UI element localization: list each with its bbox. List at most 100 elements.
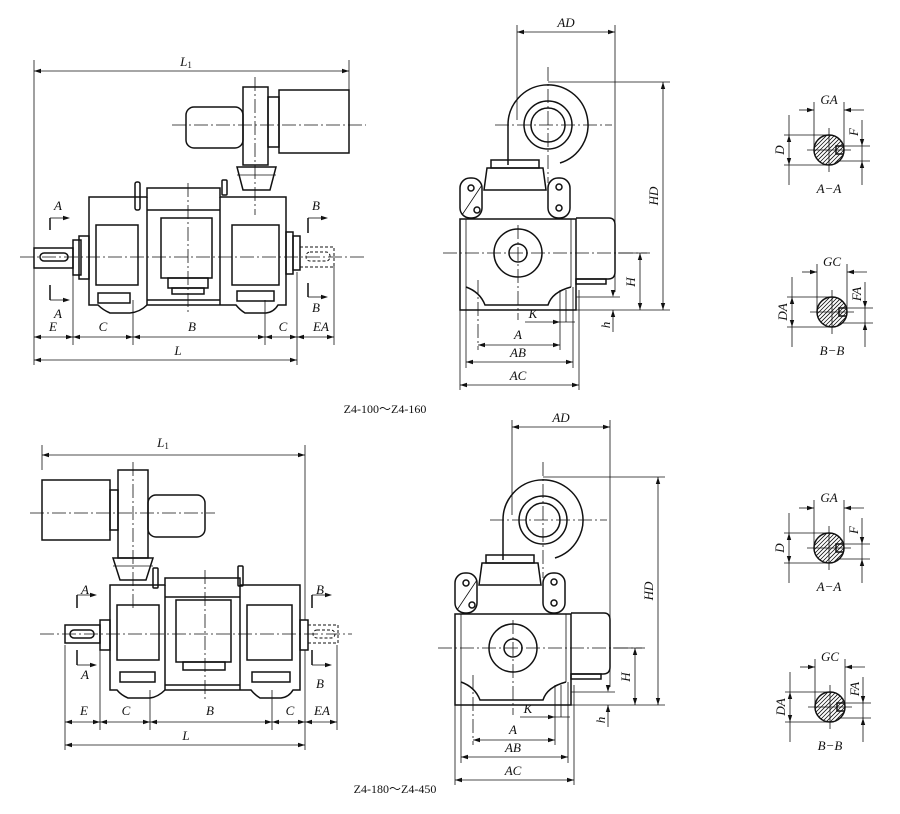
dimension-label-da: DA — [775, 303, 790, 321]
hatch-line — [817, 694, 822, 699]
section-marker-b-top-label: B — [316, 582, 324, 597]
arrowhead — [272, 719, 279, 725]
blower-nozzle-rim — [490, 159, 540, 169]
frame-window — [95, 224, 139, 286]
hatch-line — [819, 299, 824, 304]
arrowhead — [265, 334, 272, 340]
dimension-label-ga: GA — [820, 92, 837, 107]
section-marker-a-top-label: A — [53, 198, 62, 213]
blower-volute — [502, 479, 584, 560]
dimension-label-ea: EA — [312, 319, 329, 334]
arrowhead — [34, 357, 41, 363]
dimension-line — [305, 719, 337, 725]
dimension-line — [660, 82, 666, 310]
hatch-line — [816, 693, 839, 716]
mounting-lug — [454, 572, 478, 614]
section-marker-b-bottom: B — [307, 283, 328, 315]
dimension-label-f: F — [846, 127, 861, 137]
section-marker-b-top: B — [307, 198, 328, 233]
dimension-line — [65, 719, 100, 725]
arrowhead — [786, 533, 792, 540]
bolt-hole — [550, 599, 558, 607]
arrowhead — [63, 215, 70, 221]
hatch-line — [818, 298, 841, 321]
hatch-line — [815, 136, 838, 159]
arrowhead — [572, 382, 579, 388]
dimension-line — [478, 342, 560, 348]
hatch-line — [822, 143, 843, 164]
arrowhead — [807, 107, 814, 113]
arrowhead — [327, 334, 334, 340]
arrowhead — [133, 334, 140, 340]
arrowhead — [34, 334, 41, 340]
arrowhead — [66, 334, 73, 340]
dimension-label-l1: L1 — [179, 54, 192, 70]
hatch-line — [825, 544, 844, 563]
figure-caption: Z4-180～Z4-450 — [354, 782, 437, 796]
dimension-label-c: C — [279, 319, 288, 334]
dimension-line — [455, 777, 574, 783]
hatch-line — [834, 711, 845, 722]
hatch-line — [817, 536, 840, 559]
dimension-line — [272, 719, 305, 725]
blower-coupling — [109, 489, 119, 531]
figure-caption: Z4-100～Z4-160 — [344, 402, 427, 416]
dimension-label-c: C — [122, 703, 131, 718]
arrowhead — [305, 719, 312, 725]
arrowhead — [63, 297, 70, 303]
arrowhead — [561, 754, 568, 760]
hatch-line — [813, 134, 832, 153]
arrowhead — [859, 559, 865, 566]
blower-volute — [147, 494, 206, 538]
arrowhead — [553, 342, 560, 348]
hatch-line — [823, 700, 844, 721]
hatch-line — [836, 316, 847, 327]
arrowhead — [810, 269, 817, 275]
arrowhead — [321, 294, 328, 300]
arrowhead — [258, 334, 265, 340]
arrowhead — [330, 719, 337, 725]
arrowhead — [321, 215, 328, 221]
frame-feet — [460, 681, 567, 701]
lifting-lug — [152, 567, 159, 589]
arrowhead — [517, 29, 524, 35]
dimension-line — [297, 334, 334, 340]
dimension-label-ad: AD — [556, 15, 575, 30]
dimension-line — [133, 334, 265, 340]
arrowhead — [603, 424, 610, 430]
arrowhead — [93, 719, 100, 725]
blower-volute — [507, 84, 589, 165]
hatch-line — [818, 695, 841, 718]
arrowhead — [298, 719, 305, 725]
motor-frame — [88, 187, 287, 314]
dimension-line — [34, 68, 349, 74]
arrowhead — [567, 777, 574, 783]
section-marker-a-bottom-label: A — [80, 667, 89, 682]
arrowhead — [90, 592, 97, 598]
arrowhead — [100, 719, 107, 725]
arrowhead — [298, 452, 305, 458]
dimension-line — [150, 719, 272, 725]
arrowhead — [290, 334, 297, 340]
terminal-base — [575, 278, 607, 285]
dimension-label-h: H — [623, 277, 638, 288]
arrowhead — [844, 107, 851, 113]
terminal-box — [571, 612, 611, 675]
dimension-line — [517, 29, 615, 35]
arrowhead — [466, 359, 473, 365]
dimension-line — [65, 742, 305, 748]
l1-main: L — [179, 54, 187, 69]
frame-window — [175, 599, 232, 663]
dimension-line — [460, 382, 579, 388]
dimension-label-ad: AD — [551, 410, 570, 425]
hatch-line — [813, 134, 828, 149]
arrowhead — [859, 537, 865, 544]
arrowhead — [34, 68, 41, 74]
hatch-line — [828, 308, 847, 327]
mounting-lug — [547, 177, 571, 219]
hatch-line — [814, 135, 835, 156]
shaft-extension-right — [299, 246, 335, 268]
